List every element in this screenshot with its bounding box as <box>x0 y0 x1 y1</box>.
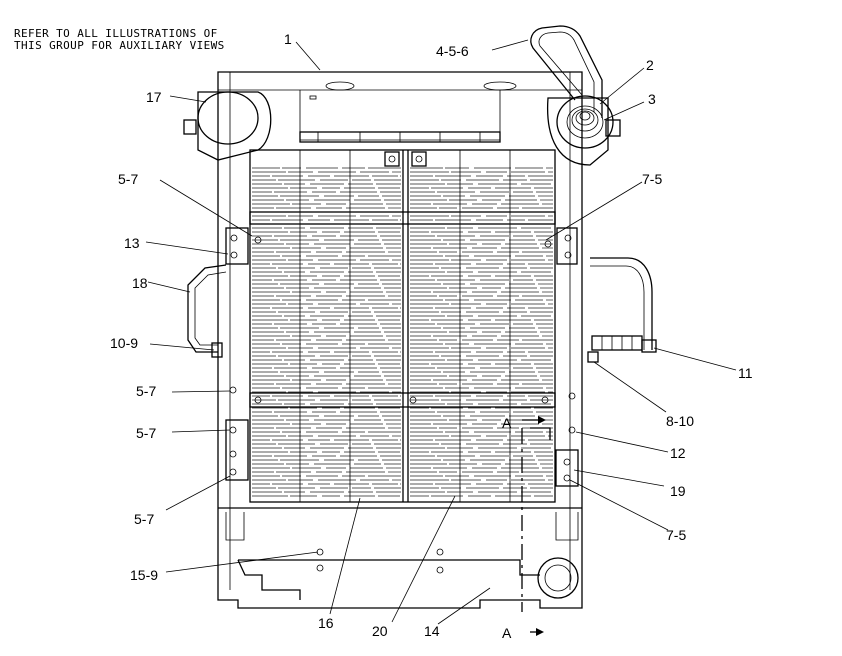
callout-5-7-top: 5-7 <box>118 171 138 187</box>
leader-lines <box>145 39 737 625</box>
right-brackets <box>544 227 579 487</box>
callout-7-5-bot: 7-5 <box>666 527 686 543</box>
callout-17: 17 <box>146 89 162 105</box>
callout-16: 16 <box>318 615 334 631</box>
callout-20: 20 <box>372 623 388 639</box>
callout-5-7-low: 5-7 <box>136 425 156 441</box>
callout-8-10: 8-10 <box>666 413 694 429</box>
callout-18: 18 <box>132 275 148 291</box>
callout-5-7-mid: 5-7 <box>136 383 156 399</box>
top-bracket <box>299 131 501 143</box>
left-brackets <box>225 227 262 481</box>
bottom-tank <box>218 507 582 600</box>
radiator-core <box>249 149 556 503</box>
callout-10-9: 10-9 <box>110 335 138 351</box>
callout-19: 19 <box>670 483 686 499</box>
auxiliary-views-note: REFER TO ALL ILLUSTRATIONS OF THIS GROUP… <box>14 28 225 52</box>
lifting-bail <box>530 25 603 118</box>
callout-13: 13 <box>124 235 140 251</box>
callout-15-9: 15-9 <box>130 567 158 583</box>
callout-5-7-bot: 5-7 <box>134 511 154 527</box>
section-line <box>521 416 551 636</box>
left-ear <box>183 91 272 161</box>
callout-4-5-6: 4-5-6 <box>436 43 469 59</box>
callout-1: 1 <box>284 31 292 47</box>
callout-11: 11 <box>738 365 753 381</box>
section-mark-top: A <box>502 415 512 431</box>
core-fins <box>252 150 553 502</box>
left-tube <box>187 264 227 358</box>
right-tube <box>587 257 657 363</box>
callout-7-5-top: 7-5 <box>642 171 662 187</box>
callout-3: 3 <box>648 91 656 107</box>
note-line-2: THIS GROUP FOR AUXILIARY VIEWS <box>14 39 225 52</box>
note-line-1: REFER TO ALL ILLUSTRATIONS OF <box>14 27 218 40</box>
callout-2: 2 <box>646 57 654 73</box>
callout-12: 12 <box>670 445 686 461</box>
callout-14: 14 <box>424 623 440 639</box>
callout-labels: 1 4-5-6 2 3 17 5-7 7-5 13 18 10-9 11 5-7… <box>110 31 753 639</box>
coil-spring <box>556 95 614 149</box>
section-mark-bottom: A <box>502 625 512 641</box>
